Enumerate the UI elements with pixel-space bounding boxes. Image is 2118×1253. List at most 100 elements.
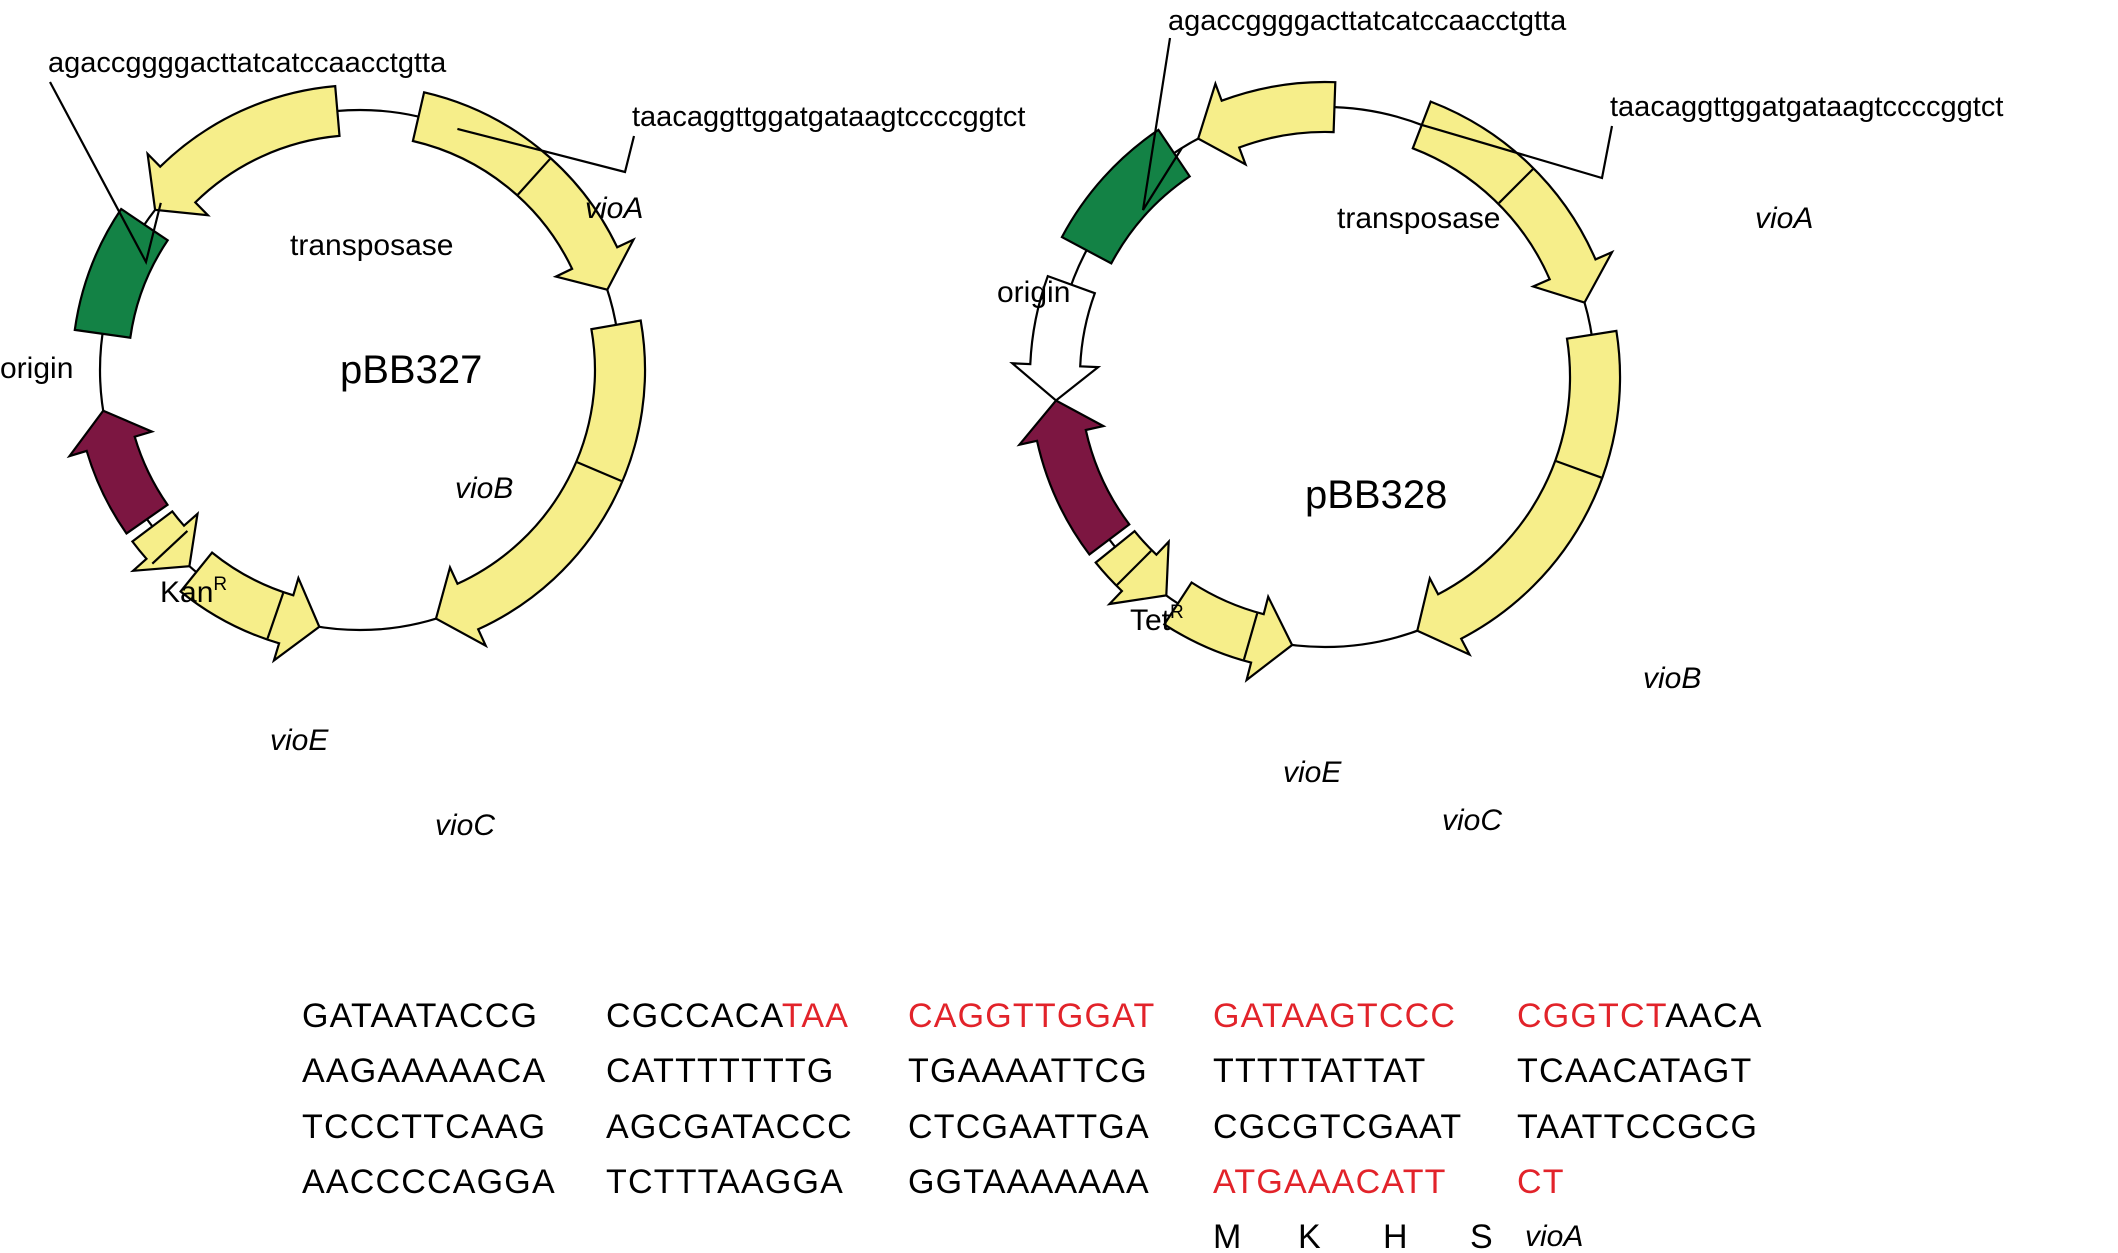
bases: GGTAAAAAAA: [908, 1163, 1150, 1201]
vioC-feature-arrow: [179, 551, 321, 664]
sequence-block-1-1: GATAATACCG: [302, 997, 538, 1035]
vioB-feature-arrow: [434, 319, 647, 649]
vioA-label: vioA: [1755, 202, 1813, 235]
marker-superscript: R: [213, 574, 227, 595]
vioB-tick: [576, 461, 622, 482]
vioE-label: vioE: [1283, 756, 1342, 789]
highlighted-bases: CT: [1517, 1163, 1565, 1201]
sequence-block-2-5: TCAACATAGT: [1517, 1052, 1753, 1090]
bases: GATAATACCG: [302, 997, 538, 1035]
plasmid-pbb327: agaccggggacttatcatccaacctgtta taacaggttgg…: [0, 47, 1025, 842]
vioE-feature-arrow: [1094, 529, 1170, 606]
vioE-label: vioE: [270, 724, 329, 757]
sequence-block-3-5: TAATTCCGCG: [1517, 1108, 1758, 1146]
bases: AAGAAAAACA: [302, 1052, 546, 1090]
sequence-block: GATAATACCG CGCCACATAA CAGGTTGGAT GATAAGTCCC…: [302, 997, 1763, 1253]
oligo-right-leader: [1421, 123, 1614, 180]
oligo-left-sequence: agaccggggacttatcatccaacctgtta: [48, 47, 447, 79]
sequence-block-3-3: CTCGAATTGA: [908, 1108, 1150, 1146]
transposase-label: transposase: [1337, 202, 1500, 235]
highlighted-bases: CGGTCT: [1517, 997, 1666, 1035]
plasmid-pbb328: agaccggggacttatcatccaacctgtta taacaggttgg…: [997, 5, 2003, 837]
amino-acid-M: M: [1213, 1218, 1241, 1253]
bases: AACCCCAGGA: [302, 1163, 556, 1201]
plasmid-name: pBB327: [340, 348, 482, 392]
sequence-block-3-1: TCCCTTCAAG: [302, 1108, 546, 1146]
highlighted-bases: ATGAAACATT: [1213, 1163, 1447, 1201]
bases: TTTTTATTAT: [1213, 1052, 1426, 1090]
bases: CGCGTCGAAT: [1213, 1108, 1462, 1146]
marker-superscript: R: [1170, 602, 1184, 623]
vioC-tick: [1242, 613, 1259, 660]
vioE-tick: [1116, 550, 1152, 586]
vioA-feature-arrow: [1411, 100, 1615, 304]
oligo-right-leader: [457, 127, 636, 174]
bases: TCCCTTCAAG: [302, 1108, 546, 1146]
resistance-marker-label: KanR: [160, 574, 227, 609]
sequence-block-1-2: CGCCACATAA: [606, 997, 849, 1035]
vioE-feature-arrow: [129, 509, 200, 573]
vioC-label: vioC: [1442, 804, 1502, 837]
oligo-left-sequence: agaccggggacttatcatccaacctgtta: [1168, 5, 1567, 37]
bases: CGCCACA: [606, 997, 784, 1035]
sequence-block-2-3: TGAAAATTCG: [908, 1052, 1148, 1090]
oligo-left-leader: [1141, 37, 1183, 211]
oligo-right-sequence: taacaggttggatgataagtccccggtct: [632, 101, 1025, 133]
sequence-block-2-2: CATTTTTTTG: [606, 1052, 835, 1090]
origin-feature-arrow: [1060, 128, 1192, 265]
origin-feature-arrow: [73, 207, 170, 339]
highlighted-bases: TAA: [782, 997, 849, 1035]
sequence-block-2-1: AAGAAAAACA: [302, 1052, 546, 1090]
bases: AACA: [1665, 997, 1762, 1035]
sequence-block-3-4: CGCGTCGAAT: [1213, 1108, 1462, 1146]
sequence-block-1-4: GATAAGTCCC: [1213, 997, 1456, 1035]
marker-name: Tet: [1130, 604, 1171, 637]
vioB-label: vioB: [1643, 662, 1701, 695]
highlighted-bases: CAGGTTGGAT: [908, 997, 1155, 1035]
amino-acid-H: H: [1383, 1218, 1408, 1253]
vioA-feature-arrow: [411, 90, 636, 291]
transposase-label: transposase: [290, 229, 453, 262]
vioE-tick: [151, 530, 189, 565]
unlabeled-white-arrow: [1009, 274, 1102, 402]
vioA-tick: [517, 158, 551, 196]
bases: TCAACATAGT: [1517, 1052, 1753, 1090]
origin-label: origin: [0, 352, 73, 385]
resistance-marker-label: TetR: [1130, 602, 1184, 637]
amino-acid-S: S: [1470, 1218, 1493, 1253]
transposase-feature-arrow: [1196, 80, 1337, 167]
sequence-block-4-2: TCTTTAAGGA: [606, 1163, 844, 1201]
amino-acid-K: K: [1298, 1218, 1321, 1253]
origin-label: origin: [997, 276, 1070, 309]
oligo-left-leader: [49, 81, 162, 266]
vioA-start-label: vioA: [1525, 1220, 1583, 1253]
marker-name: Kan: [160, 576, 213, 609]
bases: CATTTTTTTG: [606, 1052, 835, 1090]
bases: TGAAAATTCG: [908, 1052, 1148, 1090]
highlighted-bases: GATAAGTCCC: [1213, 997, 1456, 1035]
bases: TAATTCCGCG: [1517, 1108, 1758, 1146]
bases: AGCGATACCC: [606, 1108, 853, 1146]
sequence-block-2-4: TTTTTATTAT: [1213, 1052, 1426, 1090]
marker-feature-arrow: [1016, 399, 1131, 557]
sequence-block-3-2: AGCGATACCC: [606, 1108, 853, 1146]
vioC-label: vioC: [435, 809, 495, 842]
sequence-block-4-1: AACCCCAGGA: [302, 1163, 556, 1201]
sequence-block-4-4: ATGAAACATT: [1213, 1163, 1447, 1201]
vioA-tick: [1498, 168, 1534, 204]
bases: CTCGAATTGA: [908, 1108, 1150, 1146]
sequence-block-4-5: CT: [1517, 1163, 1565, 1201]
bases: TCTTTAAGGA: [606, 1163, 844, 1201]
vioB-label: vioB: [455, 472, 513, 505]
oligo-right-sequence: taacaggttggatgataagtccccggtct: [1610, 91, 2003, 123]
vioC-feature-arrow: [1162, 580, 1294, 683]
marker-feature-arrow: [66, 409, 170, 536]
vioA-label: vioA: [585, 192, 643, 225]
vioB-tick: [1555, 460, 1602, 479]
sequence-block-4-3: GGTAAAAAAA: [908, 1163, 1150, 1201]
vioB-feature-arrow: [1416, 329, 1622, 657]
sequence-block-1-5: CGGTCTAACA: [1517, 997, 1763, 1035]
sequence-block-1-3: CAGGTTGGAT: [908, 997, 1155, 1035]
vioC-tick: [266, 592, 285, 639]
